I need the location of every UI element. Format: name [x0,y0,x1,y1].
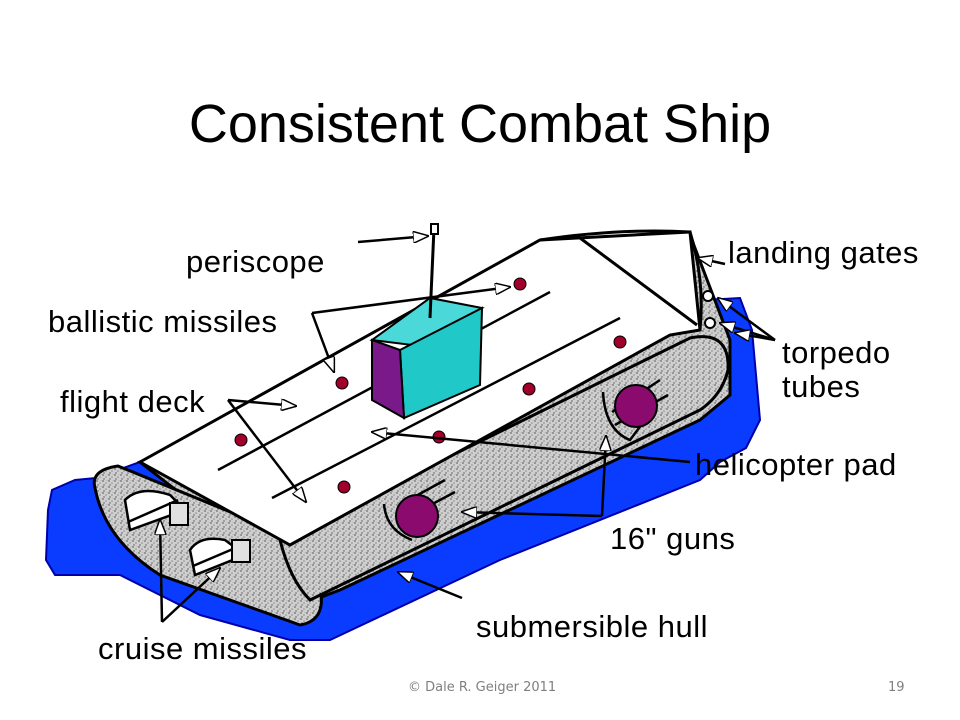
arrow-flight-deck-1 [227,400,296,406]
footer-copyright: © Dale R. Geiger 2011 [408,680,557,695]
periscope-box-side [371,338,406,420]
label-flight-deck: flight deck [60,384,206,419]
missile-dot [337,480,351,494]
periscope-mast [428,227,436,319]
page-number: 19 [888,680,905,695]
cruise-missile-launcher [188,537,251,577]
arrow-cruise-1 [160,520,162,623]
missile-dot [234,433,248,447]
arrow-cruise-2 [161,568,220,623]
arrow-helicopter [372,432,691,464]
arrow-torpedo-1 [718,298,776,342]
arrow-guns-2 [462,512,603,516]
arrow-landing-gates [698,258,726,264]
arrow-torpedo-3 [735,333,776,340]
arrow-hull [398,572,463,600]
periscope-head [430,223,439,235]
label-16-guns: 16" guns [610,521,736,556]
slide-title: Consistent Combat Ship [188,94,772,154]
missile-dot [335,376,349,390]
label-torpedo: torpedo [782,335,891,370]
label-helicopter-pad: helicopter pad [695,447,897,482]
missile-dot [522,382,536,396]
cruise-missile-launcher [123,489,189,532]
arrow-flight-deck-2 [227,399,306,502]
arrow-ballistic-1 [311,287,510,315]
label-tubes: tubes [782,369,861,404]
bow-line [579,236,698,327]
label-ballistic-missiles: ballistic missiles [48,304,278,339]
arrow-guns-1 [602,436,606,517]
deck-line [271,316,621,500]
gun-turret [382,478,456,542]
torpedo-tube [704,317,716,329]
missile-dot [513,277,527,291]
arrow-periscope [357,236,428,242]
gun-turret [601,378,669,442]
bow [539,229,703,331]
label-submersible-hull: submersible hull [476,609,708,644]
torpedo-tube [702,290,714,302]
arrow-ballistic-2 [310,312,336,372]
label-cruise-missiles: cruise missiles [98,631,308,666]
label-periscope: periscope [186,244,325,279]
missile-dot [613,335,627,349]
label-landing-gates: landing gates [728,235,919,270]
